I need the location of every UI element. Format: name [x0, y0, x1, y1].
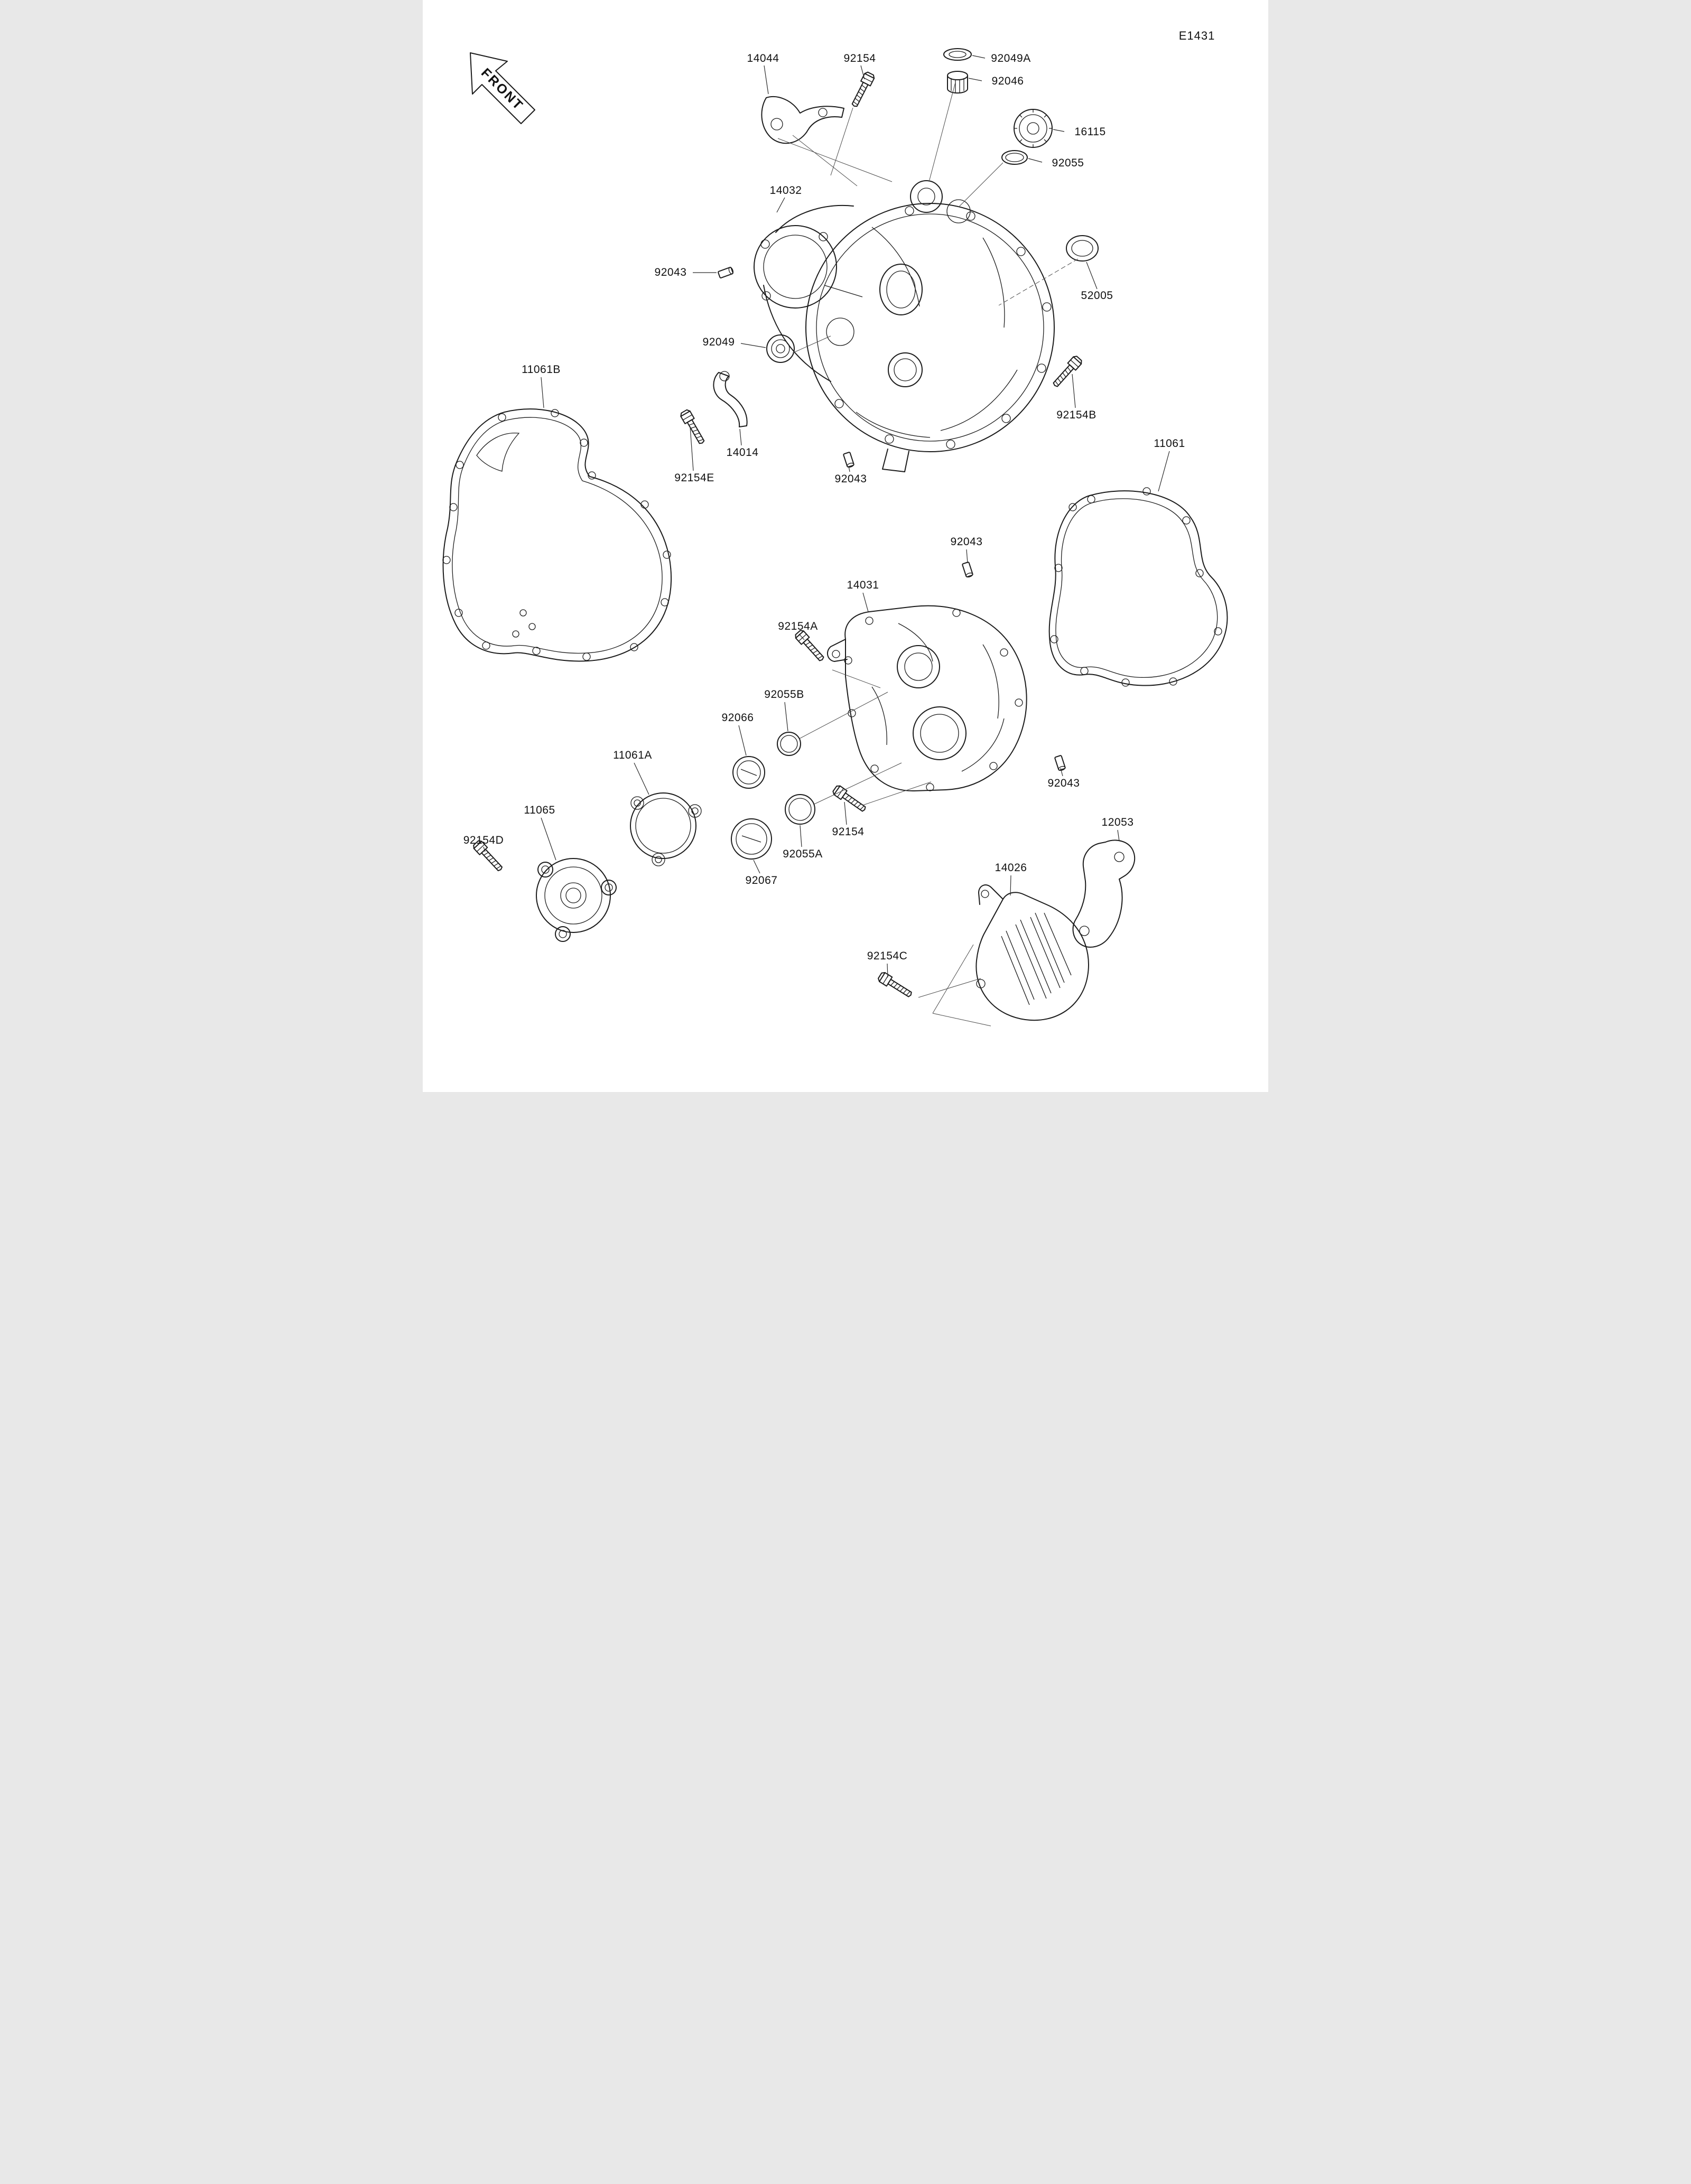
part-label-92055b: 92055B — [764, 688, 804, 701]
pin-92043-3-drawing — [961, 561, 974, 578]
part-label-92055: 92055 — [1052, 157, 1084, 169]
part-label-14014: 14014 — [726, 446, 759, 459]
leader-lines — [484, 55, 1169, 977]
part-label-16115: 16115 — [1074, 126, 1106, 138]
part-label-52005: 52005 — [1081, 290, 1113, 302]
o-ring-92055b-drawing — [777, 732, 801, 755]
guide-12053-drawing — [1073, 841, 1135, 947]
part-label-92055a: 92055A — [783, 848, 823, 860]
part-label-11061b: 11061B — [522, 363, 561, 376]
part-label-92154d: 92154D — [463, 834, 504, 846]
bolt-92154b-drawing — [1050, 354, 1084, 390]
seal-52005-drawing — [1066, 236, 1098, 261]
front-arrow-label: FRONT — [478, 66, 526, 114]
gasket-11061b-drawing — [443, 409, 671, 661]
part-label-92154-top: 92154 — [843, 52, 876, 64]
part-label-92154e: 92154E — [674, 472, 714, 484]
part-label-92043-3: 92043 — [950, 536, 983, 548]
gasket-11061a-drawing — [630, 793, 701, 866]
pin-92043-1-drawing — [717, 266, 735, 279]
seal-92049a-drawing — [944, 49, 971, 60]
part-label-92067: 92067 — [745, 874, 778, 886]
pin-92043-2-drawing — [842, 451, 855, 469]
part-label-92049a: 92049A — [991, 52, 1031, 64]
cover-11065-drawing — [536, 858, 616, 941]
part-label-11065: 11065 — [524, 804, 555, 816]
bracket-14044-drawing — [761, 97, 844, 143]
bolt-92154-lower-drawing — [831, 783, 869, 815]
o-ring-92055a-drawing — [785, 795, 815, 824]
part-label-92154-lower: 92154 — [832, 826, 865, 838]
exploded-view-drawing: FRONT — [423, 0, 1268, 1092]
seal-92049-drawing — [767, 335, 794, 362]
sprocket-cover-14026-drawing — [976, 885, 1089, 1020]
plug-92067-drawing — [731, 819, 772, 859]
part-label-92154c: 92154C — [867, 950, 908, 962]
lever-14014-drawing — [713, 371, 747, 427]
bolt-92154c-drawing — [876, 970, 915, 1000]
clutch-cover-14032-drawing — [754, 181, 1054, 472]
oil-cap-16115-drawing — [1014, 109, 1052, 147]
part-label-92043-4: 92043 — [1047, 777, 1080, 789]
generator-cover-14031-drawing — [828, 606, 1027, 791]
bearing-92046-drawing — [947, 71, 968, 93]
part-label-92154b: 92154B — [1056, 409, 1097, 421]
part-label-14032: 14032 — [769, 184, 802, 197]
bolt-92154-top-drawing — [849, 70, 876, 109]
o-ring-92055-drawing — [1002, 151, 1027, 164]
pin-92043-4-drawing — [1054, 754, 1066, 772]
part-label-12053: 12053 — [1101, 816, 1134, 828]
part-label-92049: 92049 — [702, 336, 735, 348]
part-label-92043-1: 92043 — [654, 266, 687, 278]
plug-92066-drawing — [733, 757, 765, 788]
gasket-11061-drawing — [1049, 488, 1228, 686]
part-label-11061: 11061 — [1154, 437, 1185, 450]
front-arrow: FRONT — [470, 53, 535, 124]
diagram-code: E1431 — [1178, 29, 1215, 42]
bolt-92154e-drawing — [679, 408, 708, 446]
parts-diagram-page: FRONT — [423, 0, 1268, 1092]
part-label-92154a: 92154A — [778, 620, 818, 632]
part-label-14026: 14026 — [995, 862, 1027, 874]
part-label-11061a: 11061A — [613, 749, 652, 761]
part-label-92046: 92046 — [991, 75, 1024, 87]
part-label-92066: 92066 — [721, 712, 754, 724]
construction-lines — [778, 82, 1078, 1026]
part-label-14044: 14044 — [747, 52, 779, 64]
part-label-14031: 14031 — [847, 579, 879, 591]
part-label-92043-2: 92043 — [834, 473, 867, 485]
